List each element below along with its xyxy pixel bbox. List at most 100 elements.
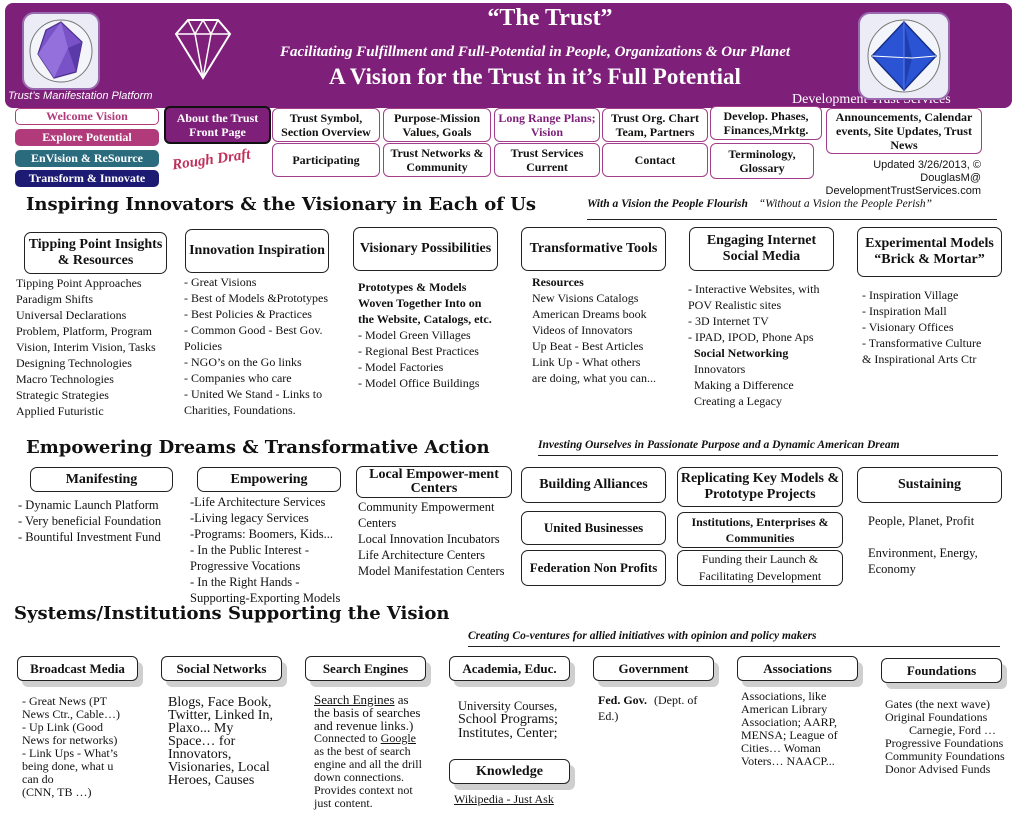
nav-welcome-vision[interactable]: Welcome Vision bbox=[15, 108, 159, 125]
cat-experimental-models[interactable]: Experimental Models “Brick & Mortar” bbox=[857, 227, 1002, 277]
list-item[interactable]: Up Beat - Best Articles bbox=[532, 339, 644, 353]
list-item[interactable]: - Interactive Websites, with bbox=[688, 282, 820, 296]
nav-long-range[interactable]: Long Range Plans; Vision bbox=[494, 108, 600, 142]
list-item[interactable]: New Visions Catalogs bbox=[532, 291, 639, 305]
nav-trust-symbol[interactable]: Trust Symbol, Section Overview bbox=[272, 108, 380, 142]
list-item[interactable]: Economy bbox=[868, 562, 916, 576]
list-item[interactable]: - Regional Best Practices bbox=[358, 344, 479, 358]
list-item[interactable]: Life Architecture Centers bbox=[358, 548, 486, 562]
list-item[interactable]: School Programs; bbox=[458, 712, 558, 727]
list-item[interactable]: MENSA; League of bbox=[741, 728, 838, 742]
list-item[interactable]: Videos of Innovators bbox=[532, 323, 633, 337]
cat-sustaining[interactable]: Sustaining bbox=[857, 467, 1002, 503]
list-item[interactable]: Paradigm Shifts bbox=[16, 292, 93, 306]
list-item[interactable]: -Living legacy Services bbox=[190, 511, 309, 525]
list-item[interactable]: the basis of searches bbox=[314, 705, 421, 720]
list-item[interactable]: Innovators bbox=[694, 362, 746, 376]
nav-terminology[interactable]: Terminology, Glossary bbox=[710, 143, 814, 179]
nav-develop-phases[interactable]: Develop. Phases, Finances,Mrktg. bbox=[710, 106, 822, 140]
list-item[interactable]: can do bbox=[22, 772, 54, 786]
box-institutions[interactable]: Institutions, Enterprises & Communities bbox=[677, 512, 843, 548]
list-item[interactable]: American Library bbox=[741, 702, 828, 716]
box-united-businesses[interactable]: United Businesses bbox=[521, 511, 666, 545]
nav-trust-services[interactable]: Trust Services Current bbox=[494, 143, 600, 177]
list-item[interactable]: News for networks) bbox=[22, 733, 118, 747]
list-item[interactable]: - Link Ups - What’s bbox=[22, 746, 118, 760]
list-item[interactable]: - In the Right Hands - bbox=[190, 575, 300, 589]
list-item[interactable]: - IPAD, IPOD, Phone Aps bbox=[688, 330, 814, 344]
list-item[interactable]: Fed. Gov. (Dept. of bbox=[598, 692, 697, 708]
list-item[interactable]: Charities, Foundations. bbox=[184, 403, 296, 417]
list-item[interactable]: - United We Stand - Links to bbox=[184, 387, 323, 401]
list-item[interactable]: Associations, like bbox=[741, 689, 827, 703]
box-knowledge[interactable]: Knowledge bbox=[449, 759, 570, 784]
list-item[interactable]: Centers bbox=[358, 516, 397, 530]
box-broadcast-media[interactable]: Broadcast Media bbox=[17, 656, 138, 681]
list-item[interactable]: - Inspiration Village bbox=[862, 288, 959, 302]
list-item[interactable]: - Very beneficial Foundation bbox=[18, 514, 162, 528]
nav-trust-networks[interactable]: Trust Networks & Community bbox=[383, 143, 491, 177]
box-government[interactable]: Government bbox=[593, 656, 714, 681]
wikipedia-link-text[interactable]: Wikipedia - Just Ask bbox=[454, 792, 554, 806]
list-item[interactable]: - NGO’s on the Go links bbox=[184, 355, 302, 369]
list-item[interactable]: - Model Factories bbox=[358, 360, 444, 374]
nav-transform-innovate[interactable]: Transform & Innovate bbox=[15, 170, 159, 187]
list-item[interactable]: - Up Link (Good bbox=[22, 720, 103, 734]
list-item[interactable]: Ed.) bbox=[598, 709, 619, 723]
nav-purpose-mission[interactable]: Purpose-Mission Values, Goals bbox=[383, 108, 491, 142]
trust-logo[interactable] bbox=[22, 12, 100, 90]
list-item[interactable]: - Transformative Culture bbox=[862, 336, 982, 350]
list-item[interactable]: Policies bbox=[184, 339, 222, 353]
list-item[interactable]: Progressive Vocations bbox=[190, 559, 301, 573]
list-item[interactable]: - Dynamic Launch Platform bbox=[18, 498, 159, 512]
list-item[interactable]: -Life Architecture Services bbox=[190, 495, 326, 509]
list-item[interactable]: Voters… NAACP... bbox=[741, 754, 835, 768]
list-item[interactable]: Link Up - What others bbox=[532, 355, 641, 369]
list-item[interactable]: Twitter, Linked In, bbox=[168, 708, 273, 723]
list-item[interactable]: - Great News (PT bbox=[22, 694, 107, 708]
list-item[interactable]: - Great Visions bbox=[184, 275, 257, 289]
cat-engaging-internet[interactable]: Engaging Internet Social Media bbox=[689, 227, 834, 271]
nav-envision-resource[interactable]: EnVision & ReSource bbox=[15, 150, 159, 167]
list-item[interactable]: Institutes, Center; bbox=[458, 726, 558, 741]
list-item[interactable]: Designing Technologies bbox=[16, 356, 132, 370]
list-item[interactable]: Donor Advised Funds bbox=[885, 762, 991, 776]
list-item[interactable]: Provides context not bbox=[314, 783, 413, 797]
list-item[interactable]: Progressive Foundations bbox=[885, 736, 1004, 750]
list-item[interactable]: - Best of Models &Prototypes bbox=[184, 291, 328, 305]
search-engines-link[interactable]: Search Engines bbox=[314, 692, 395, 707]
list-item[interactable]: Supporting-Exporting Models bbox=[190, 591, 341, 605]
box-social-networks[interactable]: Social Networks bbox=[161, 656, 282, 681]
cat-building-alliances[interactable]: Building Alliances bbox=[521, 467, 666, 503]
list-item[interactable]: - In the Public Interest - bbox=[190, 543, 310, 557]
list-item[interactable]: Carnegie, Ford … bbox=[909, 723, 996, 737]
list-item[interactable]: - Bountiful Investment Fund bbox=[18, 530, 161, 544]
nav-explore-potential[interactable]: Explore Potential bbox=[15, 129, 159, 146]
list-item[interactable]: Applied Futuristic bbox=[16, 404, 104, 418]
list-item[interactable]: (CNN, TB …) bbox=[22, 785, 92, 799]
list-item[interactable]: University Courses, bbox=[458, 699, 558, 713]
list-item[interactable]: - 3D Internet TV bbox=[688, 314, 769, 328]
list-item[interactable]: Strategic Strategies bbox=[16, 388, 109, 402]
cat-manifesting[interactable]: Manifesting bbox=[30, 467, 173, 492]
nav-contact[interactable]: Contact bbox=[602, 143, 708, 177]
list-item[interactable]: Space… for bbox=[168, 734, 236, 749]
list-item[interactable]: Community Empowerment bbox=[358, 500, 495, 514]
box-academia[interactable]: Academia, Educ. bbox=[449, 656, 570, 681]
list-item[interactable]: Macro Technologies bbox=[16, 372, 114, 386]
list-item[interactable]: Original Foundations bbox=[885, 710, 988, 724]
list-item[interactable]: Innovators, bbox=[168, 747, 232, 762]
box-search-engines[interactable]: Search Engines bbox=[305, 656, 426, 681]
nav-about-trust[interactable]: About the Trust Front Page bbox=[164, 106, 271, 144]
list-item[interactable]: Local Innovation Incubators bbox=[358, 532, 500, 546]
list-item[interactable]: Gates (the next wave) bbox=[885, 697, 990, 711]
list-item[interactable]: - Inspiration Mall bbox=[862, 304, 947, 318]
list-item[interactable]: Tipping Point Approaches bbox=[16, 276, 142, 290]
list-item[interactable]: & Inspirational Arts Ctr bbox=[862, 352, 977, 366]
list-item[interactable]: Association; AARP, bbox=[741, 715, 838, 729]
cat-transformative-tools[interactable]: Transformative Tools bbox=[521, 227, 666, 271]
list-item[interactable]: and revenue links.) bbox=[314, 718, 414, 733]
list-item[interactable]: People, Planet, Profit bbox=[868, 514, 975, 528]
list-item[interactable]: American Dreams book bbox=[532, 307, 647, 321]
list-item[interactable]: Heroes, Causes bbox=[168, 773, 255, 788]
